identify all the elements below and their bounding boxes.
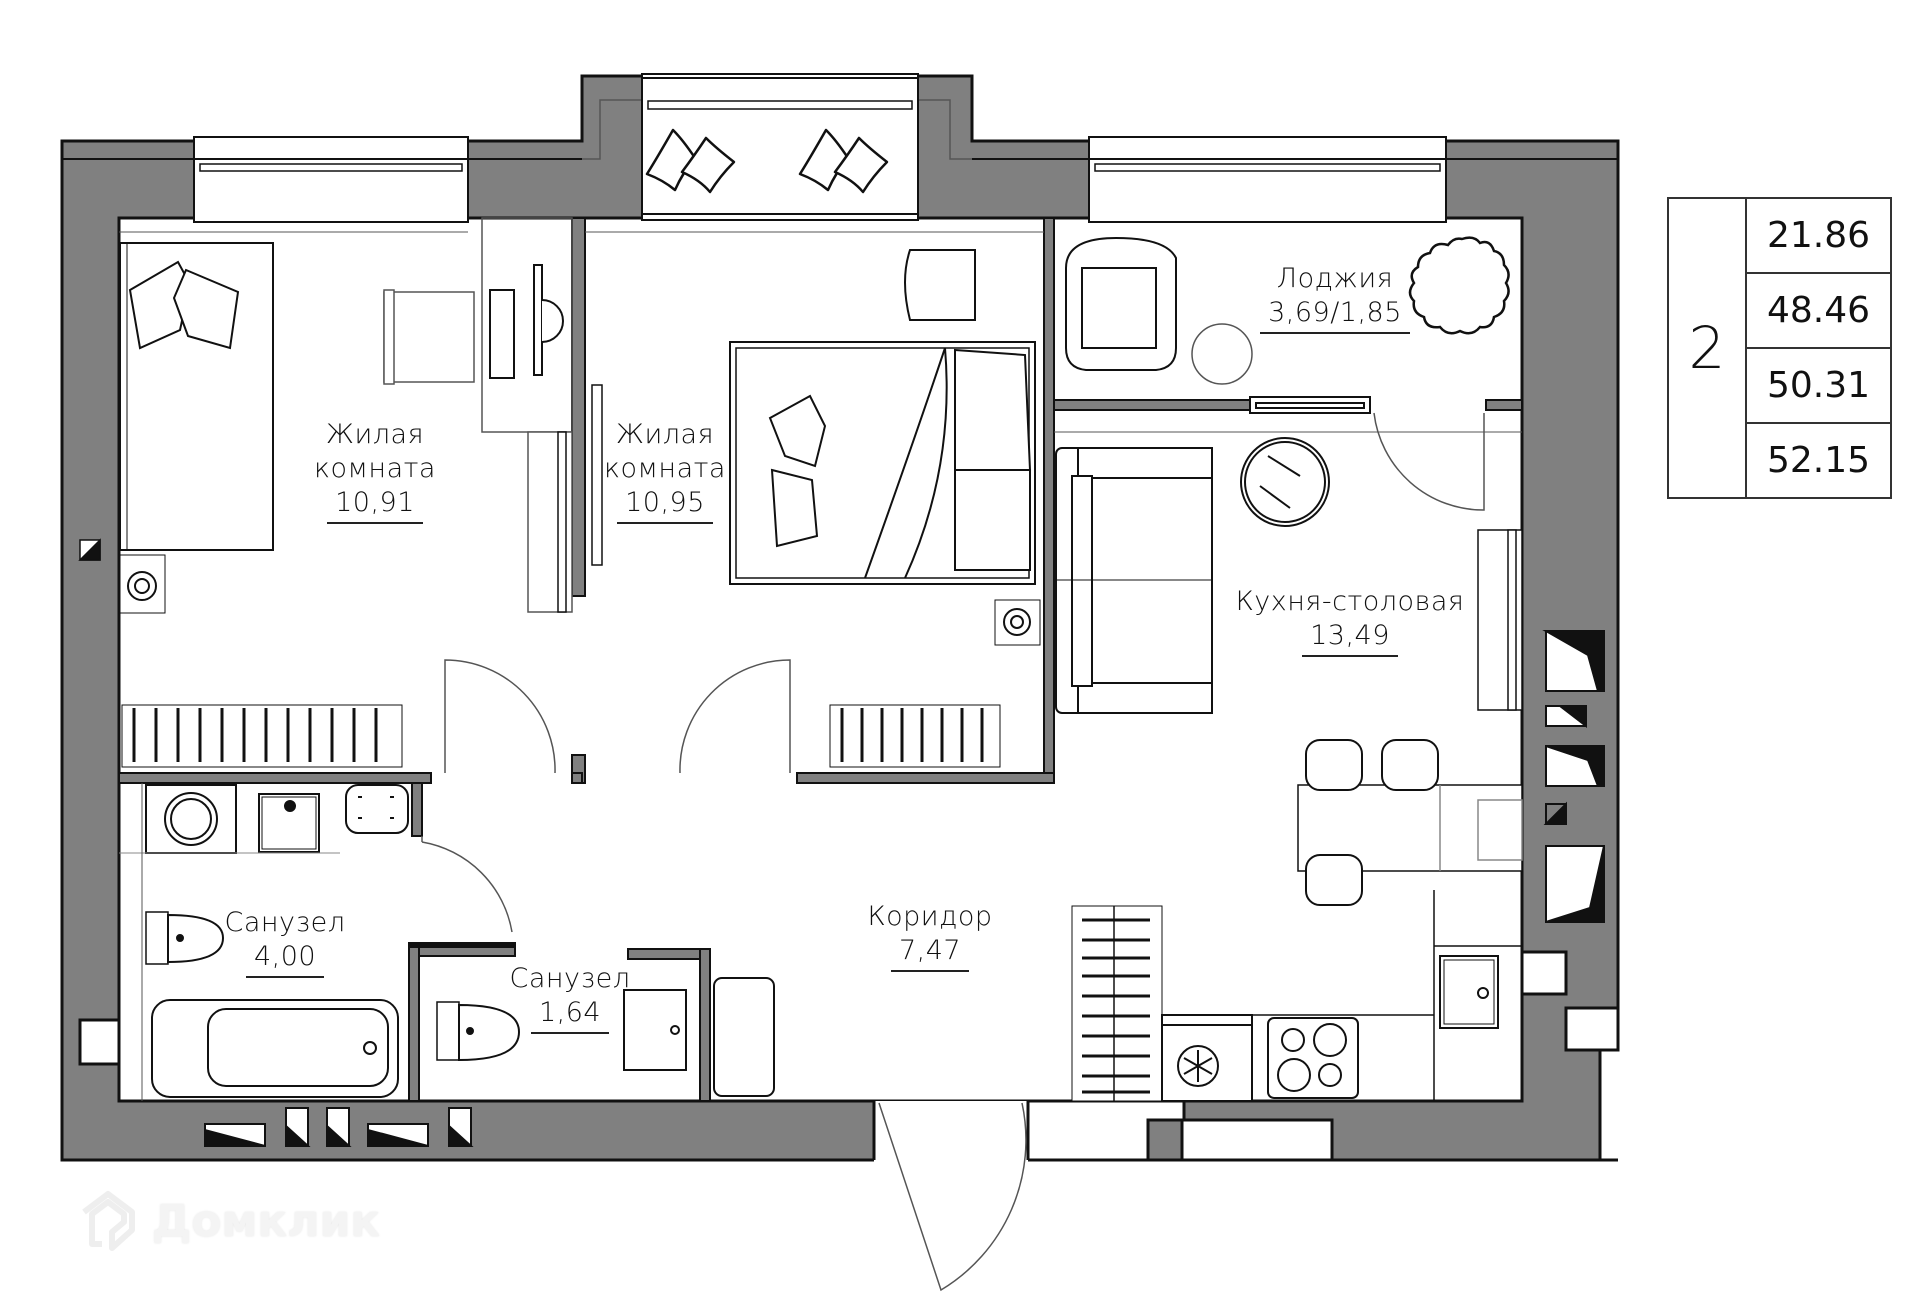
room-label-bathroom-2: Санузел 1,64	[505, 962, 635, 1034]
single-bed-icon	[119, 242, 274, 551]
round-coffee-table-icon	[1240, 437, 1330, 527]
room-name: Коридор	[867, 901, 993, 932]
fridge-icon	[1161, 1014, 1253, 1102]
stove-icon	[1267, 1017, 1359, 1099]
toilet-icon	[436, 1001, 521, 1062]
bay-window-cushions-icon	[645, 128, 889, 194]
door-bedroom1	[444, 659, 556, 774]
radiator-icon	[121, 704, 403, 768]
area-summary-table: 2 21.86 48.46 50.31 52.15	[1667, 197, 1892, 499]
ventilation-glyphs-bottom	[204, 1107, 474, 1147]
dining-chair-icon	[1305, 739, 1439, 906]
room-name: комната	[604, 453, 726, 484]
sofa-icon	[1055, 447, 1213, 714]
room-label-kitchen-dining: Кухня-столовая 13,49	[1220, 585, 1480, 657]
bedroom2-floor-drain-icon	[994, 599, 1041, 646]
entrance-door-icon[interactable]	[878, 1102, 1027, 1292]
room-name: Лоджия	[1276, 263, 1394, 294]
ventilation-glyphs	[1542, 630, 1605, 923]
room-label-living-room-1: Жилая комната 10,91	[290, 418, 460, 524]
room-label-bathroom-1: Санузел 4,00	[220, 906, 350, 978]
area-values: 21.86 48.46 50.31 52.15	[1747, 199, 1890, 497]
area-value-total-no-loggia: 48.46	[1747, 274, 1890, 349]
area-value-total-full: 52.15	[1766, 440, 1871, 481]
room-name: Кухня-столовая	[1235, 586, 1465, 617]
wall-niche	[78, 1018, 121, 1066]
loggia-window	[1249, 396, 1371, 414]
radiator-icon	[829, 704, 1001, 768]
interior-walls	[118, 217, 1523, 1102]
keyboard-icon	[489, 289, 515, 379]
desk-icon	[481, 217, 573, 433]
monitor-icon	[533, 264, 564, 376]
room-area: 10,91	[327, 486, 423, 524]
window-loggia	[1088, 136, 1447, 223]
dining-table-icon	[1297, 784, 1523, 872]
room-label-living-room-2: Жилая комната 10,95	[600, 418, 730, 524]
wall-glyph	[78, 538, 101, 561]
armchair-icon	[1065, 236, 1177, 371]
round-table-icon	[1191, 323, 1253, 385]
room-label-corridor: Коридор 7,47	[855, 900, 1005, 972]
bathroom-sink-icon	[623, 989, 687, 1071]
door-loggia	[1373, 412, 1485, 511]
area-value-living: 21.86	[1747, 199, 1890, 274]
wardrobe-icon	[527, 431, 573, 613]
room-area: 4,00	[245, 940, 325, 978]
wardrobe-icon	[591, 384, 603, 566]
bathtub-icon	[151, 999, 399, 1098]
plant-icon	[1408, 236, 1510, 335]
room-area: 3,69/1,85	[1260, 296, 1410, 334]
bathroom-sink-icon	[258, 793, 320, 853]
room-area: 10,95	[617, 486, 713, 524]
room-name: Санузел	[224, 907, 346, 938]
washing-machine-icon	[145, 784, 237, 854]
entrance-gap	[874, 1101, 1028, 1163]
room-name: Жилая	[615, 419, 715, 450]
area-value-total-reduced: 50.31	[1747, 349, 1890, 424]
room-name: комната	[314, 453, 436, 484]
radiator-icon	[1477, 529, 1523, 711]
door-bedroom2	[679, 659, 791, 774]
window-bedroom1	[193, 136, 469, 223]
floor-drain-icon	[119, 554, 166, 614]
wardrobe-icon	[1071, 905, 1163, 1102]
door-bathroom1	[421, 841, 513, 933]
room-area: 7,47	[890, 934, 970, 972]
wall-niche	[1180, 1118, 1334, 1162]
kitchen-sink-icon	[1439, 955, 1499, 1029]
watermark: Домклик	[78, 1190, 380, 1252]
double-bed-icon	[729, 341, 1036, 585]
corridor-cabinet-icon	[713, 977, 775, 1097]
doors	[421, 412, 1485, 1292]
watermark-text: Домклик	[152, 1195, 381, 1247]
house-logo-icon	[82, 1191, 135, 1251]
toilet-icon	[145, 911, 225, 965]
room-name: Жилая	[325, 419, 425, 450]
room-area: 1,64	[530, 996, 610, 1034]
room-area: 13,49	[1302, 619, 1398, 657]
rooms-count: 2	[1669, 199, 1747, 497]
bathroom-sink-icon	[345, 784, 409, 834]
room-name: Санузел	[509, 963, 631, 994]
dressing-chair-icon	[904, 249, 976, 321]
room-label-loggia: Лоджия 3,69/1,85	[1250, 262, 1420, 334]
desk-chair-icon	[383, 289, 475, 385]
